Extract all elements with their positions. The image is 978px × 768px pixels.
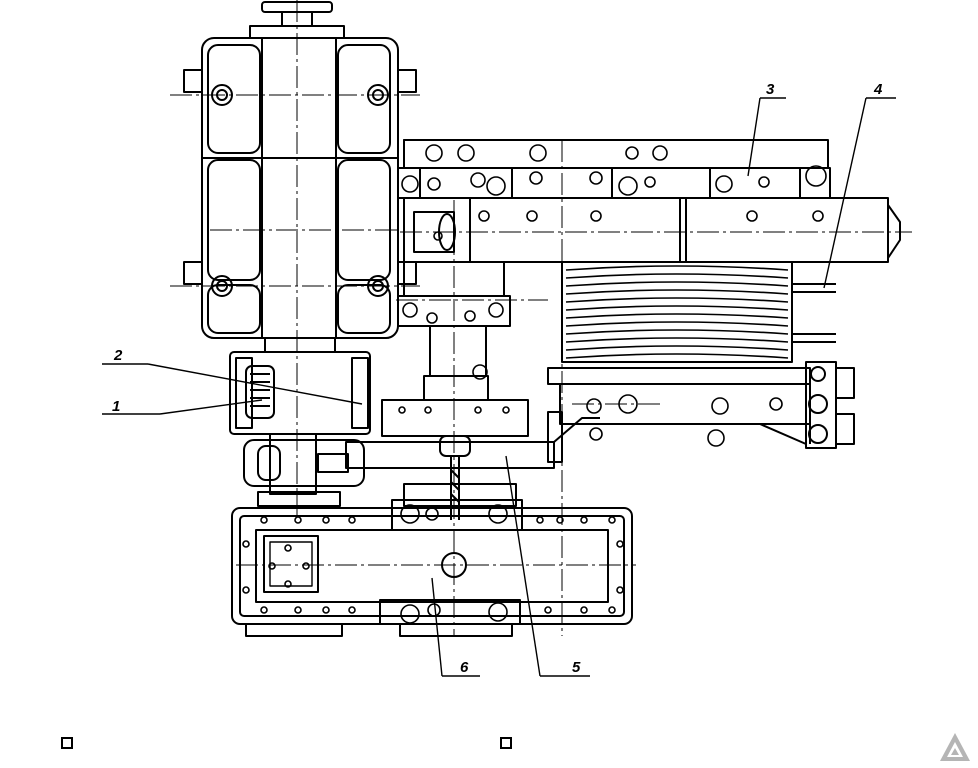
callout-leaders [102, 97, 896, 677]
callout-5: 5 [572, 659, 581, 676]
brake-coupling [229, 351, 371, 507]
callout-labels: 1 2 3 4 5 6 [112, 81, 883, 676]
drum-housing [397, 139, 901, 449]
bolts [242, 144, 827, 624]
gearbox [231, 507, 633, 637]
triangle-logo-icon [940, 733, 970, 761]
gear-mechanism [317, 399, 600, 531]
center-lines [170, 0, 912, 636]
motor [183, 1, 417, 353]
checkbox-right[interactable] [500, 737, 512, 749]
checkbox-left[interactable] [61, 737, 73, 749]
callout-1: 1 [112, 398, 120, 415]
callout-2: 2 [113, 347, 123, 364]
wound-rope [565, 265, 789, 359]
callout-3: 3 [766, 81, 775, 98]
callout-4: 4 [873, 81, 883, 98]
callout-6: 6 [460, 659, 469, 676]
